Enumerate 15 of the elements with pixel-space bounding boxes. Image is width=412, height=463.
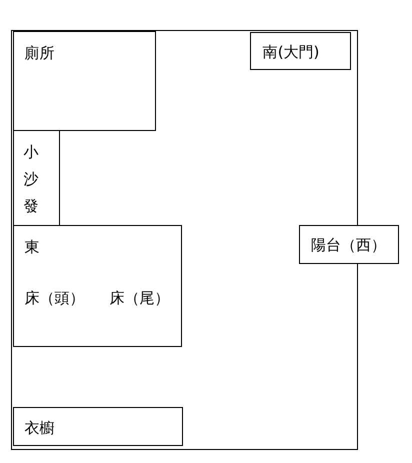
room-label: 廁所 [24,42,55,63]
room-label: 陽台（西） [311,235,386,255]
room-box [250,32,351,70]
floor-plan-outline [11,30,358,450]
room-box [12,224,182,347]
room-box [12,406,183,446]
room-box [12,30,156,131]
room-label: 床（頭） [24,288,85,308]
room-label: 衣櫥 [24,418,55,438]
room-label: 床（尾） [110,288,170,308]
room-label: 東 [24,236,40,257]
room-label: 南(大門) [262,42,320,62]
room-box [12,130,60,226]
room-label: 小沙發 [24,142,40,217]
room-box [299,225,399,264]
